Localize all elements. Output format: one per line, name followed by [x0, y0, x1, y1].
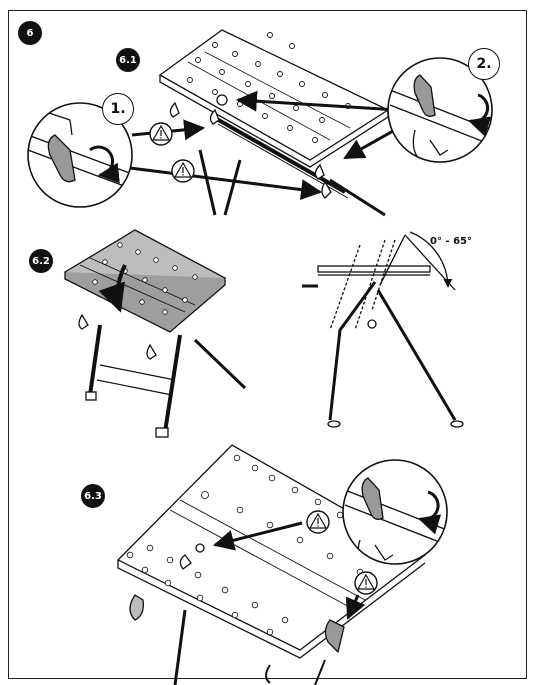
warning-triangle-icon	[171, 159, 195, 183]
rotate-arrow-icon	[417, 490, 442, 535]
detail-circle-right	[387, 57, 493, 163]
rotate-arrow-icon	[89, 145, 120, 184]
panel-6-1-drawing	[158, 29, 390, 217]
warning-triangle-icon	[354, 571, 378, 595]
detail-circle-6-3	[342, 459, 448, 565]
panel-6-3-arrows	[212, 521, 366, 620]
warning-triangle-icon	[149, 122, 173, 146]
callout-step-1: 1.	[102, 93, 134, 125]
panel-6-2-tilt-side-view	[302, 231, 464, 428]
fold-arrow-icon	[98, 264, 127, 313]
substep-badge-6-2: 6.2	[29, 249, 53, 273]
panel-6-2-folded-table	[63, 229, 247, 438]
callout-step-2: 2.	[468, 48, 500, 80]
rotate-arrow-icon	[467, 93, 492, 137]
detail-circle-left	[27, 102, 133, 208]
warning-triangle-icon	[306, 510, 330, 534]
step-badge: 6	[18, 21, 42, 45]
substep-badge-6-1: 6.1	[116, 48, 140, 72]
substep-badge-6-3: 6.3	[81, 484, 105, 508]
tilt-angle-label: 0° - 65°	[430, 236, 472, 247]
